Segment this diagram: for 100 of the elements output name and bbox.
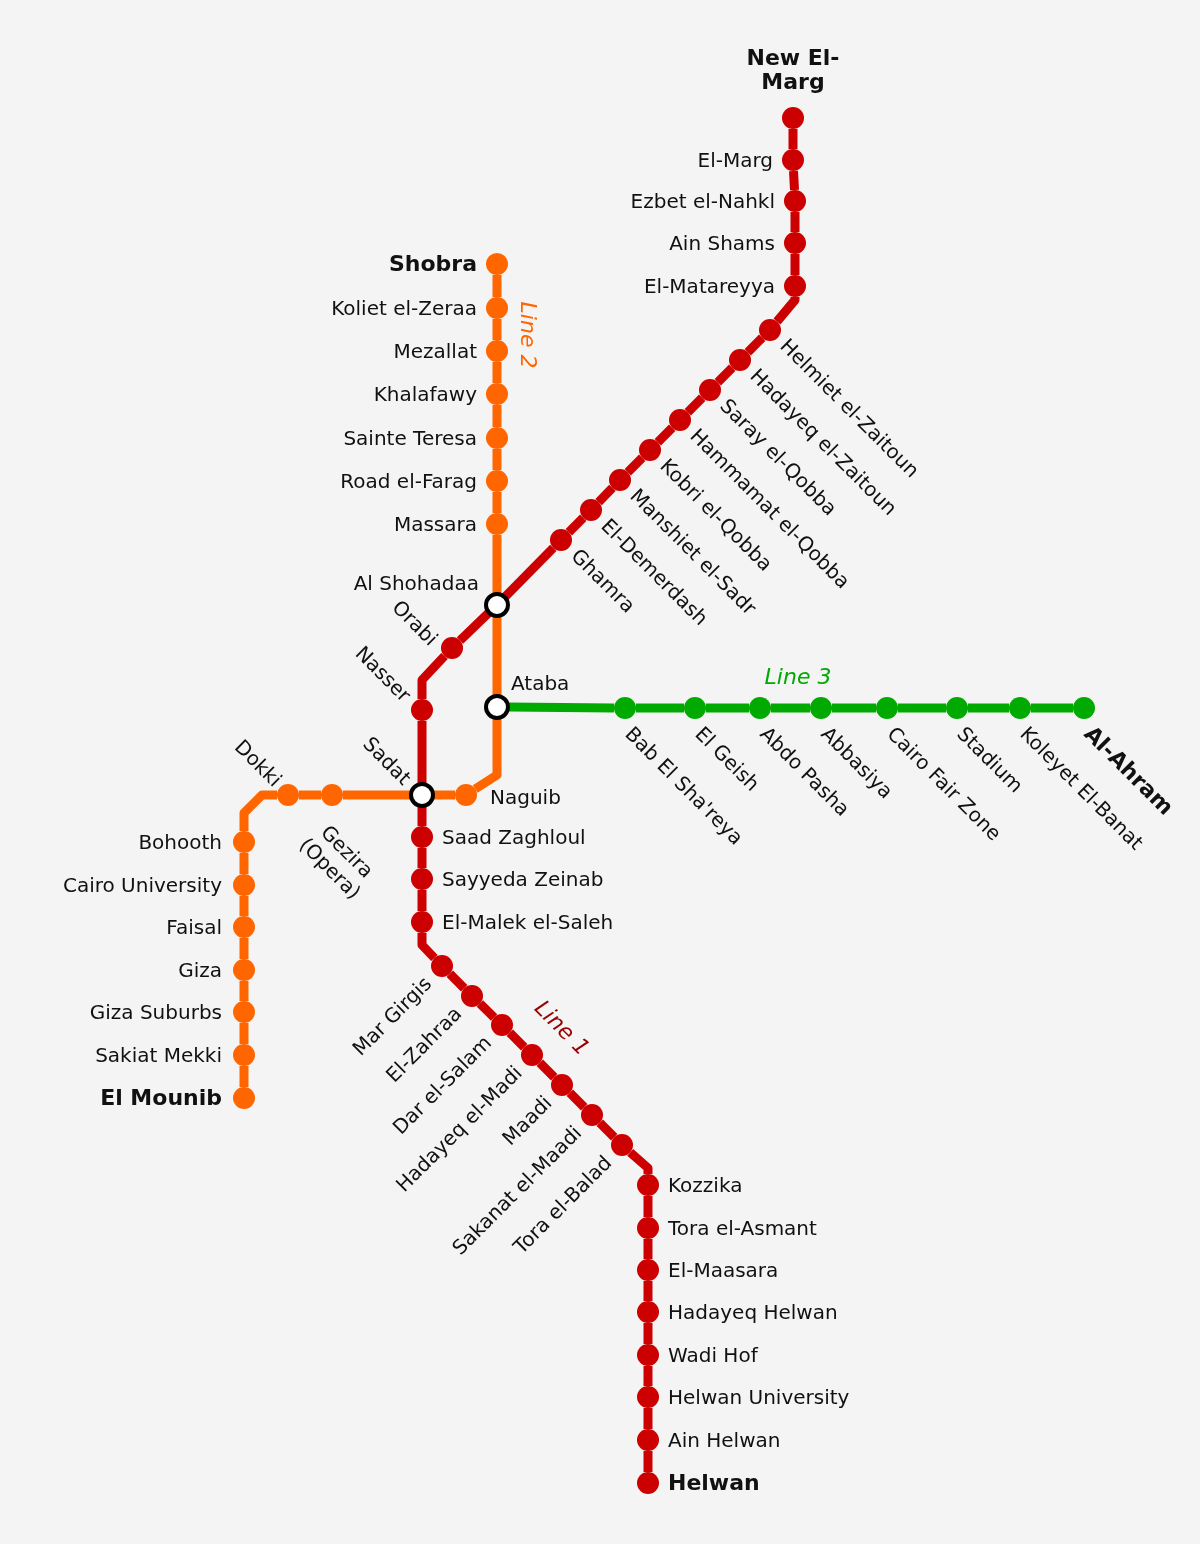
station-dot bbox=[233, 959, 255, 981]
metro-line bbox=[501, 544, 557, 601]
station-dot bbox=[614, 697, 636, 719]
station-dot bbox=[233, 1044, 255, 1066]
metro-line bbox=[239, 981, 249, 1001]
station-dot bbox=[486, 427, 508, 449]
station-dot bbox=[233, 874, 255, 896]
station-dot bbox=[729, 349, 751, 371]
station-dot bbox=[486, 340, 508, 362]
station-label: Naguib bbox=[490, 785, 561, 809]
metro-line bbox=[492, 275, 502, 297]
metro-line bbox=[239, 1066, 249, 1087]
station-dot bbox=[784, 190, 806, 212]
station-dot bbox=[521, 1044, 543, 1066]
metro-line bbox=[744, 334, 766, 356]
metro-line bbox=[643, 1451, 653, 1472]
metro-line bbox=[565, 514, 587, 536]
metro-line bbox=[788, 129, 798, 149]
station-label: Kozzika bbox=[668, 1173, 743, 1197]
station-label: Giza bbox=[178, 958, 222, 982]
station-dot bbox=[784, 275, 806, 297]
station-dot bbox=[637, 1386, 659, 1408]
station-dot bbox=[461, 985, 483, 1007]
station-dot bbox=[233, 1087, 255, 1109]
station-label: Bohooth bbox=[138, 830, 222, 854]
station-dot bbox=[637, 1344, 659, 1366]
interchange-station-dot bbox=[484, 592, 510, 618]
station-dot bbox=[580, 499, 602, 521]
station-dot bbox=[411, 868, 433, 890]
station-label: El-Malek el-Saleh bbox=[442, 910, 614, 934]
metro-line bbox=[789, 170, 799, 191]
metro-line bbox=[706, 703, 749, 713]
station-label: Ain Shams bbox=[669, 231, 775, 255]
station-label: Sainte Teresa bbox=[343, 426, 477, 450]
interchange-station-dot bbox=[484, 694, 510, 720]
station-label: El-Maasara bbox=[668, 1258, 779, 1282]
metro-line bbox=[417, 721, 427, 784]
metro-line bbox=[417, 933, 438, 962]
station-label: Saad Zaghloul bbox=[442, 825, 586, 849]
metro-line bbox=[773, 295, 800, 325]
metro-line bbox=[596, 1119, 618, 1141]
station-label: Al Shohadaa bbox=[353, 571, 479, 595]
station-label: Helwan University bbox=[668, 1385, 850, 1409]
metro-line bbox=[239, 853, 249, 874]
metro-line bbox=[898, 703, 946, 713]
station-dot bbox=[233, 1001, 255, 1023]
station-dot bbox=[1073, 697, 1095, 719]
station-dot bbox=[486, 470, 508, 492]
metro-line bbox=[492, 616, 502, 696]
station-label: Sayyeda Zeinab bbox=[442, 867, 604, 891]
station-dot bbox=[749, 697, 771, 719]
line-label: Line 2 bbox=[515, 301, 541, 369]
metro-line bbox=[492, 362, 502, 383]
station-dot bbox=[759, 319, 781, 341]
metro-line bbox=[627, 1148, 653, 1174]
station-dot bbox=[486, 383, 508, 405]
metro-line bbox=[492, 535, 502, 594]
station-label: Road el-Farag bbox=[340, 469, 477, 493]
metro-line bbox=[299, 790, 321, 800]
station-label: El-Matareyya bbox=[643, 274, 775, 298]
metro-line bbox=[507, 702, 615, 713]
metro-line bbox=[536, 1059, 558, 1081]
metro-line bbox=[566, 1089, 588, 1111]
station-dot bbox=[441, 637, 463, 659]
station-dot bbox=[810, 697, 832, 719]
station-dot bbox=[637, 1429, 659, 1451]
station-dot bbox=[551, 1074, 573, 1096]
metro-line bbox=[714, 364, 736, 386]
station-label: Tora el-Asmant bbox=[668, 1216, 817, 1240]
metro-line bbox=[417, 806, 427, 826]
metro-line bbox=[654, 424, 676, 446]
station-dot bbox=[1009, 697, 1031, 719]
station-dot bbox=[637, 1259, 659, 1281]
metro-line bbox=[239, 938, 249, 959]
station-dot bbox=[491, 1014, 513, 1036]
station-dot bbox=[637, 1301, 659, 1323]
station-dot bbox=[609, 469, 631, 491]
station-dot bbox=[669, 409, 691, 431]
station-dot bbox=[581, 1104, 603, 1126]
station-dot bbox=[550, 529, 572, 551]
metro-line bbox=[506, 1029, 528, 1051]
station-label: Giza Suburbs bbox=[89, 1000, 222, 1024]
station-label: Khalafawy bbox=[373, 382, 477, 406]
metro-line bbox=[790, 212, 800, 232]
metro-line bbox=[771, 703, 810, 713]
metro-line bbox=[968, 703, 1009, 713]
station-label: Helwan bbox=[668, 1471, 760, 1495]
metro-line bbox=[417, 890, 427, 911]
metro-line bbox=[343, 790, 411, 800]
line-label: Line 3 bbox=[764, 664, 832, 690]
metro-line bbox=[832, 703, 876, 713]
station-label: El-Marg bbox=[697, 148, 773, 172]
station-label: Massara bbox=[393, 512, 477, 536]
station-dot bbox=[431, 955, 453, 977]
metro-line bbox=[492, 319, 502, 340]
metro-line bbox=[433, 790, 455, 800]
station-dot bbox=[486, 253, 508, 275]
metro-line bbox=[1031, 703, 1073, 713]
station-dot bbox=[486, 513, 508, 535]
metro-line bbox=[239, 790, 277, 831]
